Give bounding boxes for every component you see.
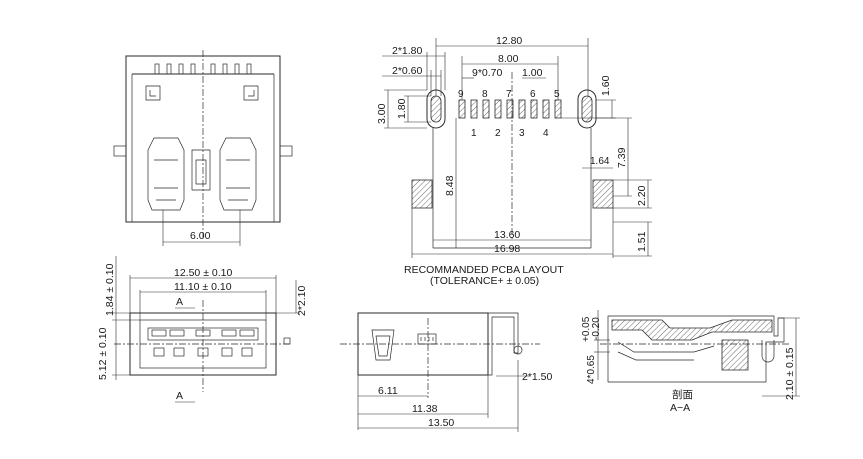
dim-right-151: 1.51 <box>636 231 648 252</box>
pcb-layout: 12.80 8.00 9*0.70 1.00 2*1.80 2*0.60 9 8… <box>376 35 652 287</box>
dim-right-160: 1.60 <box>600 75 612 96</box>
dim-side-1138: 11.38 <box>412 403 438 415</box>
section-label-cn: 剖面 <box>672 388 693 401</box>
dim-front-184: 1.84 ± 0.10 <box>104 263 116 316</box>
dim-right-739: 7.39 <box>616 147 628 168</box>
pin-label-6: 6 <box>530 89 536 100</box>
dim-width: 6.00 <box>190 230 211 242</box>
dim-side-1350: 13.50 <box>428 417 454 429</box>
dim-2x180: 2*1.80 <box>392 45 423 57</box>
dim-right-220: 2.20 <box>636 185 648 206</box>
pin-label-2: 2 <box>495 128 501 139</box>
dim-left-848: 8.48 <box>444 175 456 196</box>
side-view: 6.11 11.38 13.50 2*1.50 <box>340 312 553 432</box>
pin-label-3: 3 <box>519 128 525 139</box>
pcb-caption-tolerance: (TOLERANCE+ ± 0.05) <box>430 275 539 287</box>
pin-label-8: 8 <box>482 89 488 100</box>
dim-9x070: 9*0.70 <box>472 67 503 79</box>
dim-height-300: 3.00 <box>376 103 388 124</box>
pcb-pads <box>458 99 562 119</box>
dim-right-164: 1.64 <box>590 156 610 167</box>
pin-label-7: 7 <box>506 89 512 100</box>
top-view: 6.00 <box>113 50 293 246</box>
section-label: A−A <box>670 402 690 414</box>
dim-front-inner: 11.10 ± 0.10 <box>174 281 232 293</box>
pcb-caption-title: RECOMMANDED PCBA LAYOUT <box>404 264 564 276</box>
dim-pitch-span: 8.00 <box>498 53 519 65</box>
dim-section-210: 2.10 ± 0.15 <box>784 347 796 400</box>
dim-front-outer: 12.50 ± 0.10 <box>174 267 232 279</box>
pin-label-1: 1 <box>471 128 477 139</box>
dim-front-2x210: 2*2.10 <box>296 285 308 316</box>
dim-height-180: 1.80 <box>396 98 408 119</box>
pin-label-4: 4 <box>543 128 549 139</box>
front-view: 12.50 ± 0.10 11.10 ± 0.10 A A 1.84 ± 0.1… <box>97 256 308 403</box>
section-view: +0.05 -0.20 4*0.65 2.10 ± 0.15 剖面 A−A <box>581 310 800 414</box>
pin-label-9: 9 <box>458 89 464 100</box>
dim-front-512: 5.12 ± 0.10 <box>97 327 109 380</box>
dim-side-611: 6.11 <box>378 385 398 397</box>
dim-side-2x150: 2*1.50 <box>522 371 553 383</box>
section-marker-bottom: A <box>176 390 183 402</box>
section-marker-top: A <box>176 296 183 308</box>
dim-overall-top: 12.80 <box>496 35 522 47</box>
dim-section-4x065: 4*0.65 <box>586 355 597 384</box>
dim-bottom-1698: 16.98 <box>494 243 520 255</box>
dim-2x060: 2*0.60 <box>392 65 423 77</box>
dim-section-005: +0.05 <box>581 316 592 342</box>
dim-section-020: -0.20 <box>591 317 602 340</box>
dim-bottom-1360: 13.60 <box>494 229 520 241</box>
pin-label-5: 5 <box>554 89 560 100</box>
dim-pitch: 1.00 <box>522 67 543 79</box>
